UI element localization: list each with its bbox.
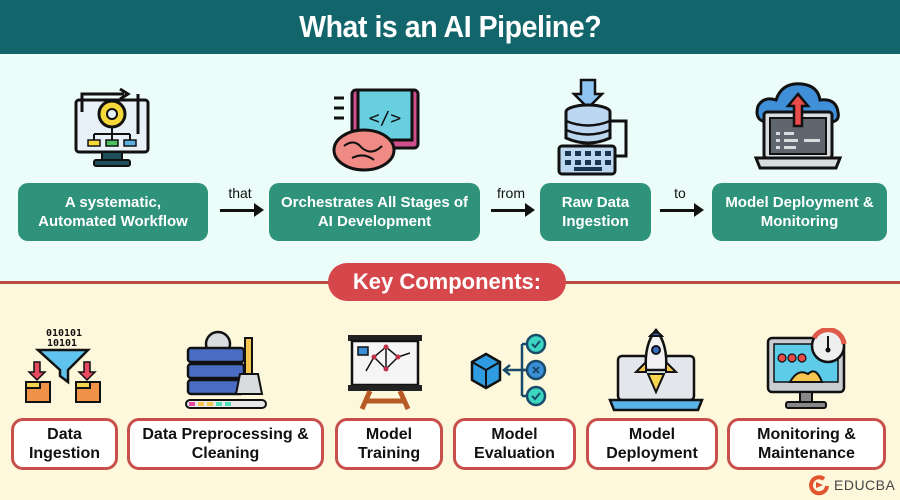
key-components-heading: Key Components:: [328, 263, 566, 301]
evaluation-cube-icon: [470, 333, 547, 407]
flow-box-raw-data-ingestion: Raw Data Ingestion: [540, 183, 651, 241]
definition-section: [0, 54, 900, 281]
component-data-preprocessing: Data Preprocessing & Cleaning: [127, 418, 324, 470]
svg-text:</>: </>: [369, 108, 402, 129]
connector-label: that: [228, 185, 252, 201]
flow-box-automated-workflow: A systematic, Automated Workflow: [18, 183, 208, 241]
data-funnel-icon: 010101 10101: [25, 328, 101, 403]
brand-name: EDUCBA: [834, 477, 896, 493]
ai-brain-code-icon: </>: [332, 88, 420, 172]
connector-to: to: [656, 185, 704, 225]
svg-text:10101: 10101: [47, 338, 77, 349]
educba-logo-icon: [809, 475, 829, 496]
flow-box-model-deployment-monitoring: Model Deployment & Monitoring: [712, 183, 887, 241]
page-title: What is an AI Pipeline?: [298, 9, 602, 44]
svg-text:010101: 010101: [46, 328, 82, 339]
cloud-deploy-laptop-icon: [753, 82, 843, 170]
component-model-deployment: Model Deployment: [586, 418, 718, 470]
automated-workflow-icon: [74, 87, 150, 167]
rocket-laptop-icon: [608, 328, 704, 412]
database-ingestion-icon: [557, 78, 628, 176]
server-cleaning-icon: [185, 330, 267, 409]
header-bar: What is an AI Pipeline?: [0, 0, 900, 54]
arrow-right-icon: [220, 203, 264, 217]
connector-label: to: [674, 185, 686, 201]
component-model-evaluation: Model Evaluation: [453, 418, 576, 470]
flow-box-orchestrates-stages: Orchestrates All Stages of AI Developmen…: [269, 183, 480, 241]
connector-that: that: [216, 185, 264, 225]
component-data-ingestion: Data Ingestion: [11, 418, 118, 470]
arrow-right-icon: [660, 203, 704, 217]
component-monitoring-maintenance: Monitoring & Maintenance: [727, 418, 886, 470]
brand-logo: EDUCBA: [808, 474, 895, 496]
monitor-gauge-icon: [766, 328, 847, 409]
arrow-right-icon: [491, 203, 535, 217]
connector-label: from: [497, 185, 525, 201]
training-easel-icon: [348, 335, 422, 411]
connector-from: from: [487, 185, 535, 225]
component-model-training: Model Training: [335, 418, 443, 470]
